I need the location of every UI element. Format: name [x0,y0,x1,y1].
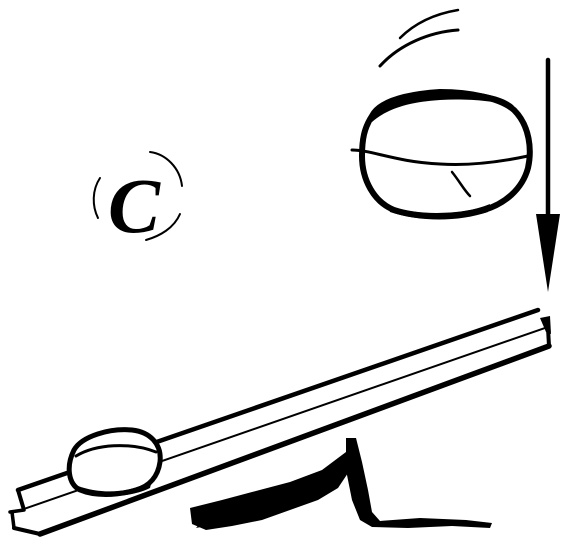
marker-c: C [94,152,182,249]
resting-rock [69,430,160,496]
down-arrow-icon [536,60,560,292]
falling-rock [352,10,530,220]
marker-label: C [108,162,161,249]
